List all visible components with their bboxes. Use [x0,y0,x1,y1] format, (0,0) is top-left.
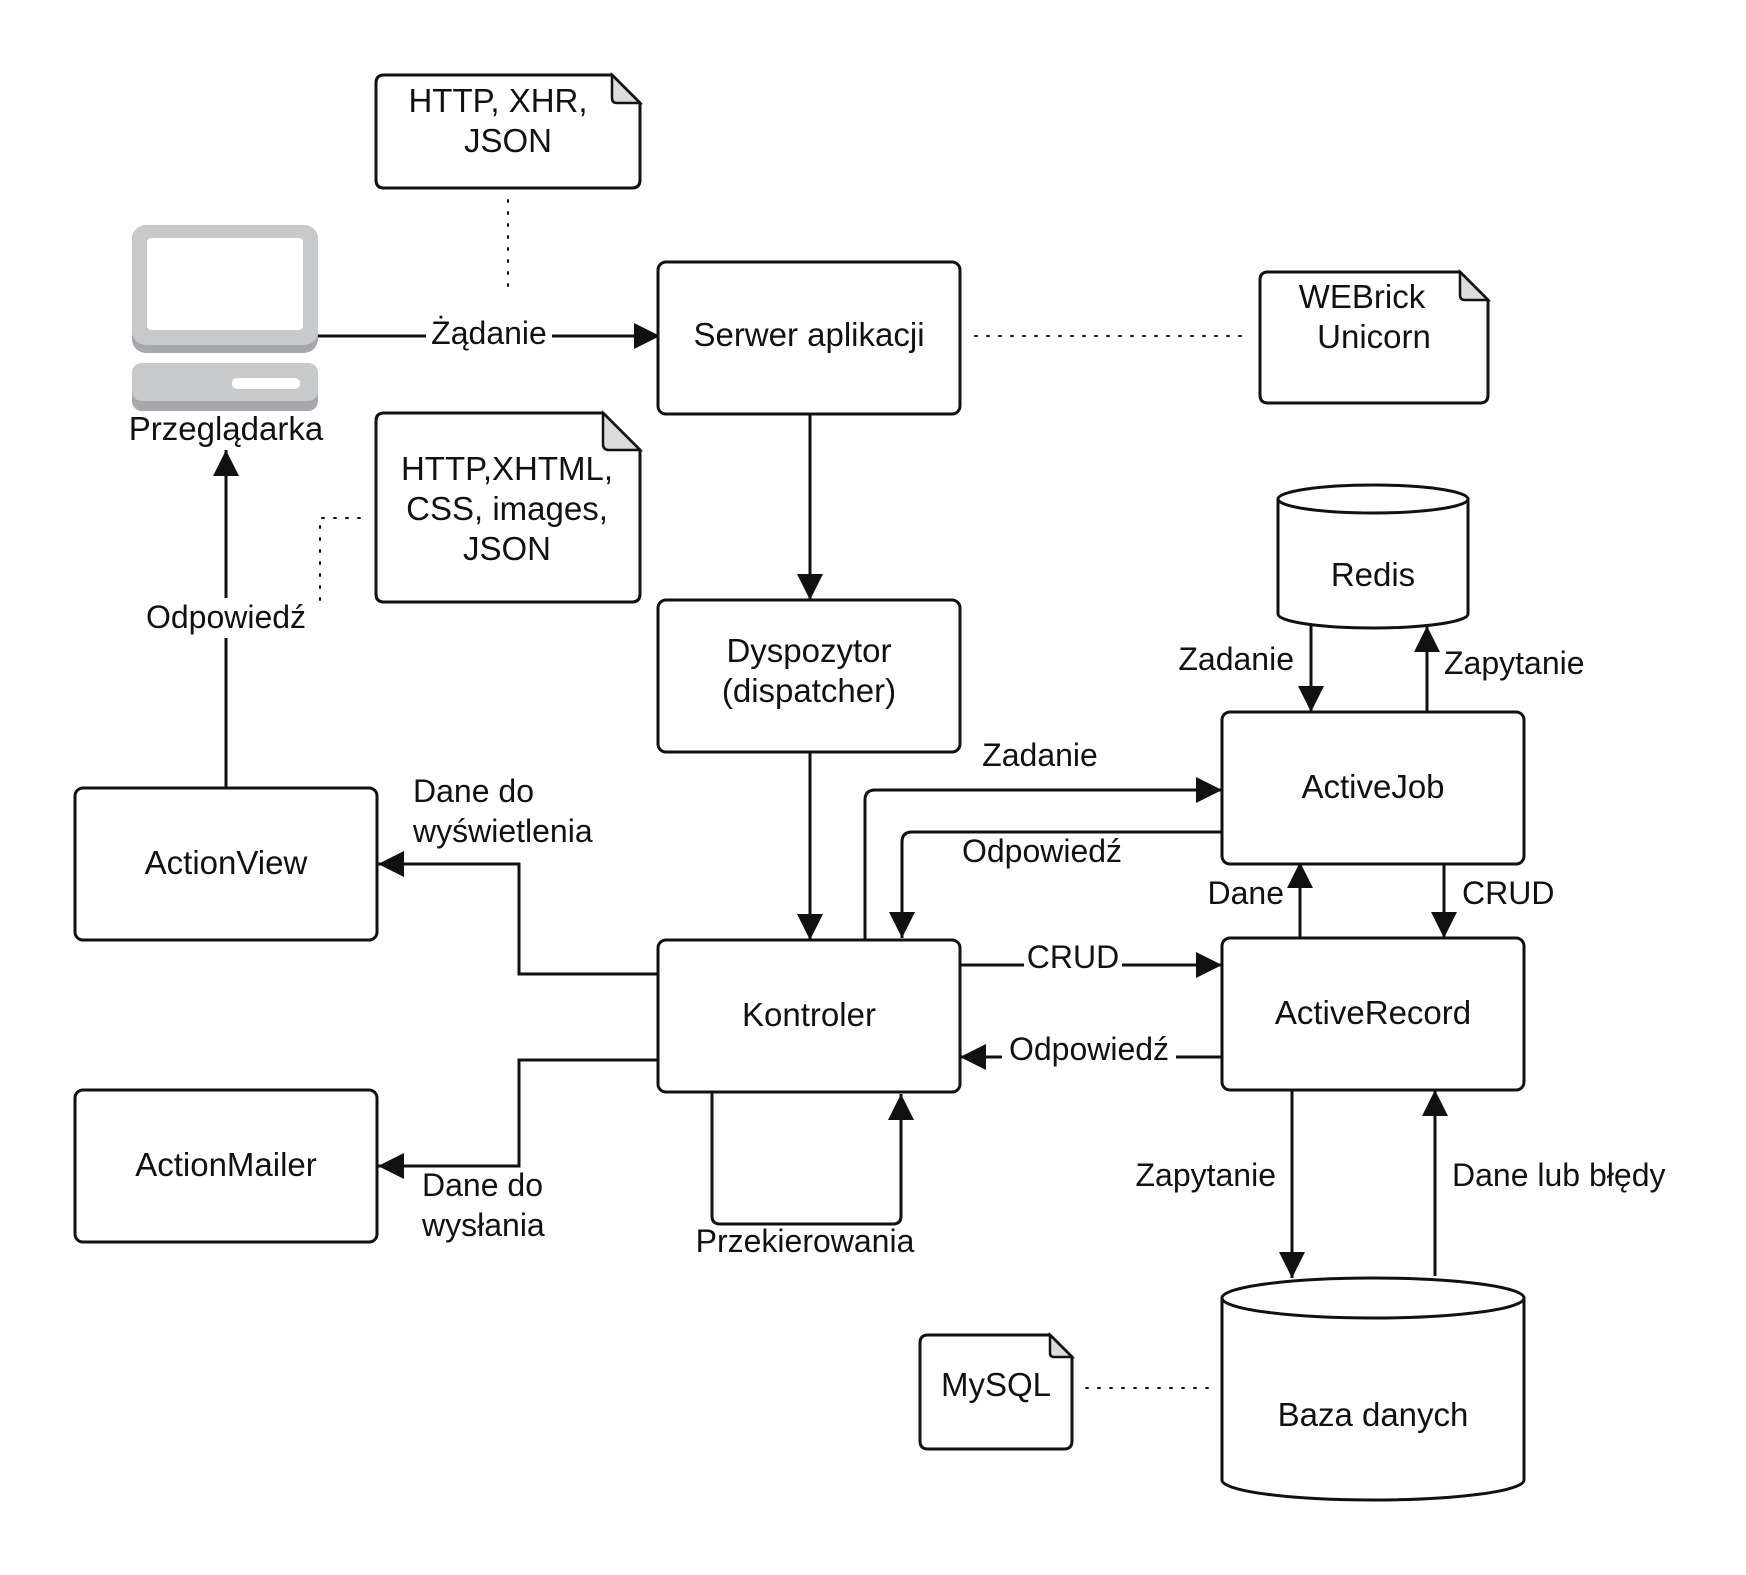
node-action-mailer [73,1088,379,1244]
label-db-to-record: Dane lub błędy [1452,1157,1665,1193]
servers-line1: WEBrick [1299,278,1426,315]
response-formats-line1: HTTP,XHTML, [401,450,613,487]
request-formats-line1: HTTP, XHR, [408,82,587,119]
redis-label: Redis [1331,556,1415,593]
browser-label: Przeglądarka [129,410,324,447]
request-formats-line2: JSON [464,122,552,159]
dispatcher-label-line2: (dispatcher) [722,672,896,709]
node-controller [656,938,962,1094]
dispatcher-label-line1: Dyspozytor [726,632,891,669]
label-job-to-controller: Odpowiedź [962,833,1122,869]
node-dispatcher [656,598,962,754]
label-job-to-redis: Zapytanie [1444,645,1585,681]
label-view-to-browser: Odpowiedź [146,599,306,635]
node-server [656,260,962,416]
db-engine-label: MySQL [941,1366,1051,1403]
label-record-to-db: Zapytanie [1135,1157,1276,1193]
node-active-record [1220,936,1526,1092]
edge-controller-to-view [378,851,658,976]
edges [213,199,1457,1389]
label-controller-to-view-line1: Dane do [413,773,534,809]
note-request-formats [374,71,644,190]
label-controller-to-mailer-line1: Dane do [422,1167,543,1203]
label-controller-to-view-line2: wyświetlenia [412,813,593,849]
node-active-job [1220,710,1526,866]
computer-icon [132,225,318,411]
edge-job-to-controller [889,830,1222,938]
note-db-engine [918,1331,1076,1451]
action-mailer-label: ActionMailer [135,1146,317,1183]
note-response-formats [374,409,644,604]
node-redis [1276,483,1470,630]
servers-line2: Unicorn [1317,318,1431,355]
edge-controller-to-mailer [378,1058,658,1179]
active-record-label: ActiveRecord [1275,994,1471,1031]
edge-controller-loop [710,1092,914,1226]
response-formats-line2: CSS, images, [406,490,608,527]
server-label: Serwer aplikacji [693,316,924,353]
label-job-to-record: CRUD [1462,875,1554,911]
dotted-response-note [319,517,371,601]
label-record-to-controller: Odpowiedź [1009,1031,1169,1067]
edge-controller-to-job [863,777,1222,940]
label-controller-to-job: Zadanie [982,737,1098,773]
label-controller-to-record: CRUD [1027,939,1119,975]
action-view-label: ActionView [145,844,308,881]
label-record-to-job: Dane [1208,875,1285,911]
label-controller-loop: Przekierowania [696,1223,915,1259]
label-redis-to-job: Zadanie [1178,641,1294,677]
active-job-label: ActiveJob [1301,768,1444,805]
controller-label: Kontroler [742,996,876,1033]
response-formats-line3: JSON [463,530,551,567]
database-label: Baza danych [1278,1396,1469,1433]
note-servers [1258,268,1492,405]
label-controller-to-mailer-line2: wysłania [421,1207,545,1243]
label-browser-to-server: Żądanie [431,315,547,351]
node-database [1220,1276,1526,1502]
node-action-view [73,786,379,942]
